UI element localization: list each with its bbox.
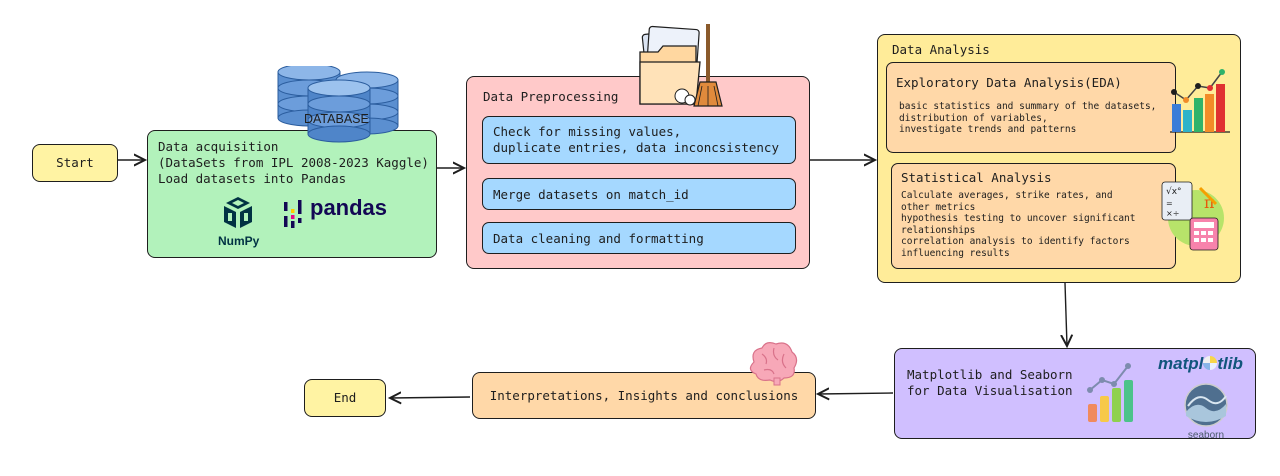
database-label: DATABASE (304, 112, 369, 126)
preprocessing-step-cleaning: Data cleaning and formatting (482, 222, 796, 254)
preprocessing-step-missing-values: Check for missing values, duplicate entr… (482, 116, 796, 164)
numpy-cube-icon (224, 197, 252, 228)
svg-text:=: = (1166, 199, 1173, 208)
interpretation-label: Interpretations, Insights and conclusion… (489, 387, 799, 403)
preprocessing-step-merge: Merge datasets on match_id (482, 178, 796, 210)
start-label: Start (56, 155, 94, 170)
statistical-analysis-box: Statistical Analysis Calculate averages,… (891, 163, 1176, 269)
folder-clean-icon (639, 24, 723, 107)
seaborn-logo: seaborn (1180, 382, 1232, 441)
eda-line-3: investigate trends and patterns (899, 124, 1077, 135)
acquisition-line-1: Data acquisition (158, 139, 279, 154)
end-node: End (304, 379, 386, 417)
matplotlib-label-end: tlib (1217, 354, 1243, 373)
matplotlib-logo: matpl tlib (1158, 354, 1243, 374)
trend-chart-icon (1087, 363, 1133, 422)
data-acquisition-box: Data acquisition (DataSets from IPL 2008… (147, 130, 437, 258)
pandas-logo: pandas (282, 195, 402, 229)
arrow-interpretation-to-end (390, 397, 471, 398)
matplotlib-icon (1203, 356, 1218, 370)
stat-line-6: influencing results (901, 247, 1010, 259)
eda-line-1: basic statistics and summary of the data… (899, 101, 1157, 112)
stat-title: Statistical Analysis (901, 170, 1052, 185)
eda-title: Exploratory Data Analysis(EDA) (896, 75, 1122, 90)
step1-line-2: duplicate entries, data inconcsistency (493, 140, 779, 155)
step2-line-1: Merge datasets on match_id (493, 187, 689, 202)
end-label: End (333, 390, 357, 405)
stat-line-1: Calculate averages, strike rates, and (901, 190, 1113, 201)
interpretation-box: Interpretations, Insights and conclusion… (472, 372, 816, 419)
start-node: Start (32, 144, 118, 182)
arrow-analysis-to-visualisation (1065, 282, 1067, 346)
seaborn-icon (1184, 383, 1228, 427)
analysis-title: Data Analysis (892, 42, 990, 57)
matplotlib-label: matpl (1158, 354, 1204, 373)
step3-line-1: Data cleaning and formatting (493, 231, 704, 246)
viz-chart-icon (1084, 360, 1140, 424)
pandas-bars-icon (284, 200, 302, 228)
growth-bar-chart-icon (1170, 69, 1230, 133)
bar-chart-icon (1168, 66, 1232, 136)
svg-text:π: π (1204, 193, 1215, 212)
preprocessing-title: Data Preprocessing (483, 89, 619, 104)
visualisation-line-1: Matplotlib and Seaborn (907, 367, 1073, 382)
step1-line-1: Check for missing values, (493, 124, 682, 139)
database-icon-group: DATABASE (272, 63, 406, 146)
stat-line-2: other metrics (901, 201, 976, 213)
math-calculator-icon: √x° = ×÷ π (1160, 178, 1226, 252)
eda-line-2: distribution of variables, (899, 112, 1048, 124)
eda-box: Exploratory Data Analysis(EDA) basic sta… (886, 62, 1176, 153)
visualisation-line-2: for Data Visualisation (907, 383, 1073, 398)
svg-text:×÷: ×÷ (1166, 209, 1179, 218)
database-icon (277, 63, 399, 143)
brain-icon (744, 340, 800, 386)
acquisition-line-3: Load datasets into Pandas (158, 171, 347, 186)
stat-line-4: relationships (901, 224, 976, 236)
folder-broom-icon (636, 22, 728, 108)
numpy-logo: NumPy (218, 195, 268, 255)
stat-line-5: correlation analysis to identify factors (901, 236, 1130, 247)
numpy-label: NumPy (218, 234, 260, 248)
brain-icon-svg (749, 342, 798, 386)
pandas-label: pandas (310, 195, 388, 220)
seaborn-label: seaborn (1187, 430, 1225, 441)
arrow-visualisation-to-interpretation (818, 393, 894, 394)
calculator-icon: √x° = ×÷ π (1161, 181, 1224, 251)
svg-text:√x°: √x° (1166, 186, 1182, 197)
acquisition-line-2: (DataSets from IPL 2008-2023 Kaggle) (158, 155, 429, 170)
stat-line-3: hypothesis testing to uncover significan… (901, 213, 1136, 224)
